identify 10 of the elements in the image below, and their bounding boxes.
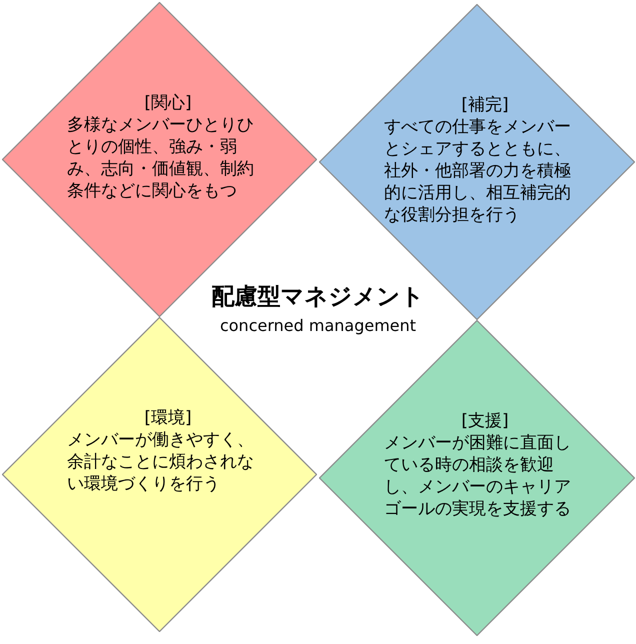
description: すべての仕事をメンバーとシェアするとともに、社外・他部署の力を積極的に活用し、相互補完的な役割分担を行う (384, 116, 572, 226)
description: メンバーが困難に直面している時の相談を歓迎し、メンバーのキャリアゴールの実現を支援する (384, 432, 572, 520)
description: 多様なメンバーひとりひとりの個性、強み・弱み、志向・価値観、制約条件などに関心をもつ (67, 114, 255, 202)
heading: [環境] (143, 407, 193, 429)
subtitle: concerned management (220, 315, 416, 337)
title: 配慮型マネジメント (212, 283, 424, 312)
heading: [補完] (460, 94, 510, 116)
description: メンバーが働きやすく、余計なことに煩わされない環境づくりを行う (67, 429, 255, 495)
heading: [支援] (460, 410, 510, 432)
heading: [関心] (143, 92, 193, 114)
